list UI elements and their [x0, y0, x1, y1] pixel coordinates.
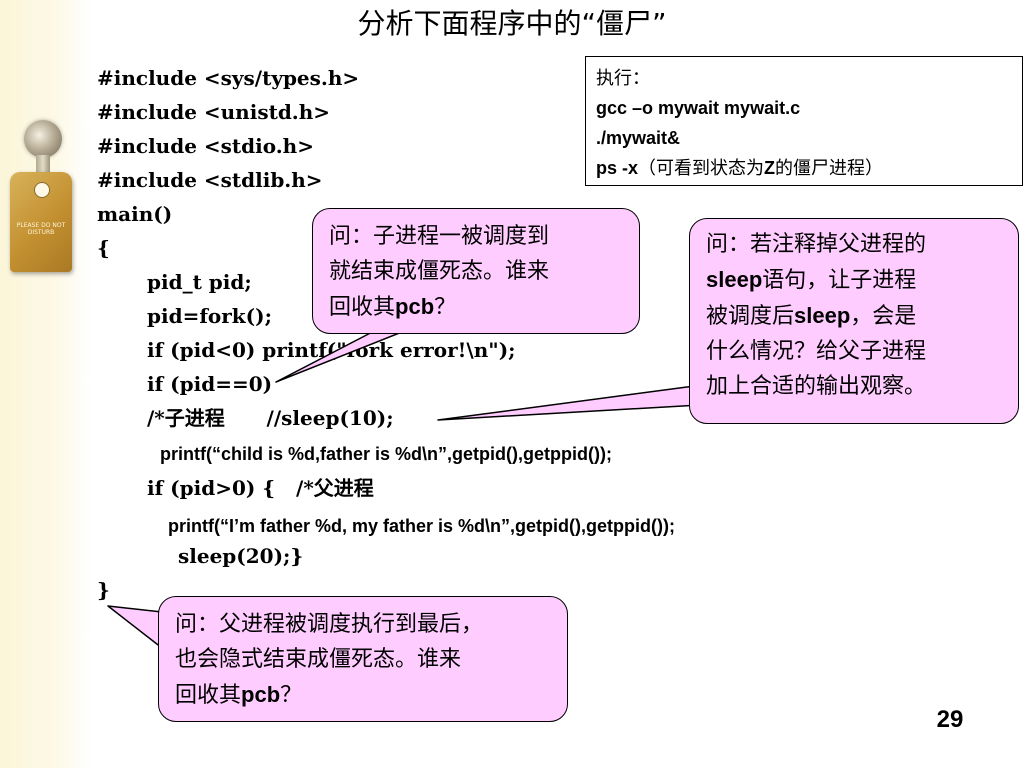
callout-keyword: sleep — [706, 267, 763, 292]
door-knob-neck — [36, 155, 50, 177]
callout-text: ，会是 — [850, 304, 917, 329]
code-line: printf(“I’m father %d, my father is %d\n… — [168, 516, 675, 536]
callout-text: 回收其 — [175, 683, 242, 708]
callout-text: ？ — [434, 295, 457, 320]
exec-ps-note: （可看到状态为 — [638, 158, 765, 178]
page-number: 29 — [936, 706, 964, 733]
callout-sleep-question: 问：若注释掉父进程的 sleep语句，让子进程 被调度后sleep，会是 什么情… — [689, 218, 1019, 424]
do-not-disturb-sign: PLEASE DO NOT DISTURB — [10, 172, 72, 272]
callout-text: ？ — [280, 683, 303, 708]
callout-text: 被调度后 — [706, 304, 795, 329]
callout-text: 回收其 — [329, 295, 396, 320]
code-line: /*子进程 //sleep(10); — [147, 406, 394, 430]
callout-text-line: 也会隐式结束成僵死态。谁来 — [175, 647, 462, 672]
sign-text: PLEASE DO NOT DISTURB — [16, 222, 66, 236]
callout-keyword: sleep — [794, 303, 851, 328]
code-line: #include <stdio.h> — [97, 134, 314, 158]
exec-label: 执行： — [596, 68, 650, 88]
exec-ps-command: ps -x — [596, 158, 639, 178]
callout-keyword: pcb — [395, 294, 435, 319]
exec-instructions-box: 执行： gcc –o mywait mywait.c ./mywait& ps … — [585, 56, 1023, 186]
left-decor-strip — [0, 0, 92, 768]
code-line: if (pid>0) { /*父进程 — [147, 476, 374, 500]
callout-text-line: 回收其pcb？ — [329, 289, 623, 325]
exec-compile-command: gcc –o mywait mywait.c — [596, 98, 801, 118]
exec-ps-line: ps -x（可看到状态为Z的僵尸进程） — [596, 153, 1012, 183]
slide-title: 分析下面程序中的“僵尸” — [357, 7, 667, 40]
callout-text-line: 加上合适的输出观察。 — [706, 374, 927, 399]
door-knob-image — [24, 120, 62, 158]
callout-keyword: pcb — [241, 682, 281, 707]
callout-text-line: 问：父进程被调度执行到最后， — [175, 612, 484, 637]
code-line: if (pid<0) printf("fork error!\n"); — [147, 338, 516, 362]
code-line: pid_t pid; — [147, 270, 252, 294]
callout-text: 语句，让子进程 — [762, 268, 917, 293]
code-line: } — [97, 578, 110, 602]
callout-text-line: sleep语句，让子进程 — [706, 262, 1002, 298]
exec-run-command: ./mywait& — [596, 128, 681, 148]
code-line: if (pid==0) — [147, 372, 273, 396]
callout-text-line: 什么情况？给父子进程 — [706, 339, 927, 364]
sign-hole — [34, 182, 50, 198]
code-line: printf(“child is %d,father is %d\n”,getp… — [160, 444, 612, 464]
code-line: #include <stdlib.h> — [97, 168, 323, 192]
code-line: main() — [97, 202, 173, 226]
code-line: #include <unistd.h> — [97, 100, 331, 124]
callout-parent-reaper: 问：父进程被调度执行到最后， 也会隐式结束成僵死态。谁来 回收其pcb？ — [158, 596, 568, 722]
code-line: { — [97, 236, 110, 260]
exec-ps-note-z: Z — [764, 158, 776, 178]
callout-text-line: 被调度后sleep，会是 — [706, 298, 1002, 334]
callout-text-line: 问：若注释掉父进程的 — [706, 232, 927, 257]
callout-text-line: 问：子进程一被调度到 — [329, 224, 550, 249]
callout-text-line: 就结束成僵死态。谁来 — [329, 259, 550, 284]
code-line: #include <sys/types.h> — [97, 66, 360, 90]
exec-ps-note-end: 的僵尸进程） — [775, 158, 884, 178]
callout-text-line: 回收其pcb？ — [175, 677, 551, 713]
code-line: sleep(20);} — [178, 544, 304, 568]
callout-child-reaper: 问：子进程一被调度到 就结束成僵死态。谁来 回收其pcb？ — [312, 208, 640, 334]
code-line: pid=fork(); — [147, 304, 272, 328]
